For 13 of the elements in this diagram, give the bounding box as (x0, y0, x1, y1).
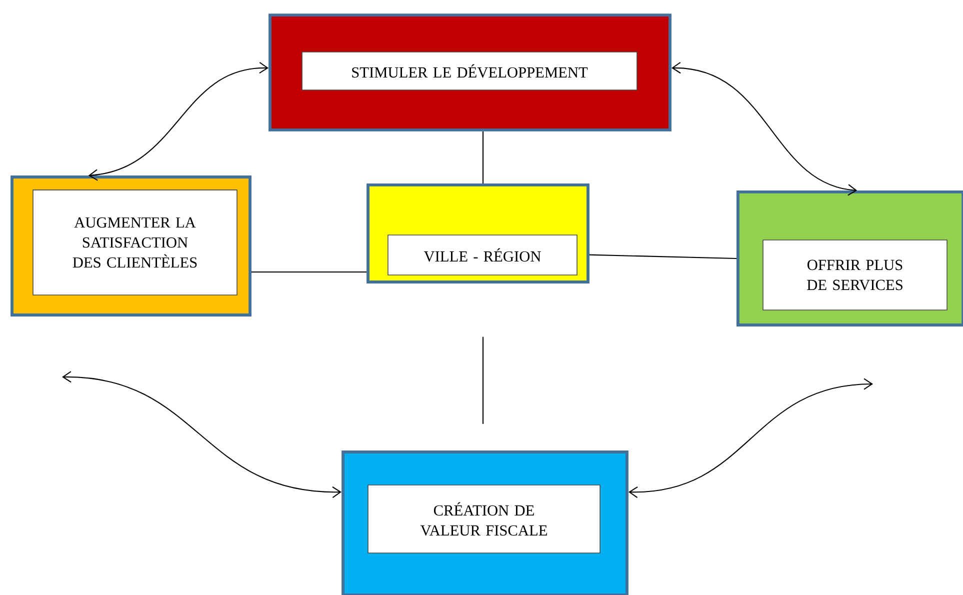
connector-line (482, 131, 484, 184)
connector-line (482, 336, 484, 424)
curved-arrow (88, 62, 269, 181)
connector-line (589, 254, 737, 260)
curved-arrow (671, 62, 858, 196)
text-box: CRÉATION DE VALEUR FISCALE (368, 484, 600, 554)
text-box: VILLE - RÉGION (388, 234, 578, 276)
curved-arrow (62, 371, 342, 498)
text-box: AUGMENTER LA SATISFACTION DES CLIENTÈLES (32, 190, 238, 296)
curved-arrow (628, 378, 873, 498)
connector-line (251, 271, 367, 273)
text-box: OFFRIR PLUS DE SERVICES (762, 240, 948, 310)
text-box: STIMULER LE DÉVELOPPEMENT (302, 52, 638, 90)
